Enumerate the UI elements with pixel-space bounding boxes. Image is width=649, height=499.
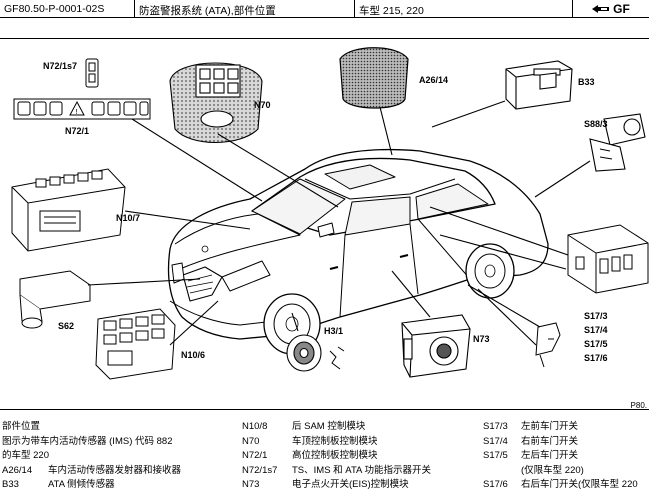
legend-row: 的车型 220	[2, 450, 49, 461]
callout-n73: N73	[473, 334, 490, 344]
figure-reference: P80.	[630, 401, 647, 410]
alarm-siren-icon	[505, 60, 573, 110]
sensor-module-icon	[339, 47, 409, 109]
legend: 部件位置 图示为带车内活动传感器 (IMS) 代码 882 的车型 220 A2…	[0, 420, 649, 499]
callout-n10-6: N10/6	[181, 350, 206, 360]
legend-row: 图示为带车内活动传感器 (IMS) 代码 882	[2, 435, 173, 447]
roof-control-panel-icon	[169, 62, 263, 144]
callout-h3-1: H3/1	[324, 326, 344, 336]
callout-n70: N70	[254, 100, 271, 110]
callout-n72-1s7: N72/1s7	[43, 61, 78, 71]
callout-s62: S62	[58, 321, 75, 331]
vehicle-model: 车型 215, 220	[355, 0, 573, 17]
gf-logo-icon	[592, 4, 610, 13]
sam-module-icon	[95, 308, 176, 380]
document-header: GF80.50-P-0001-02S 防盗警报系统 (ATA),部件位置 车型 …	[0, 0, 649, 18]
hood-switch-icon	[589, 113, 646, 172]
callout-s88-3: S88/3	[584, 119, 608, 129]
callout-n72-1: N72/1	[65, 126, 90, 136]
leader-lines	[87, 100, 591, 346]
gf-logo-text: GF	[613, 1, 630, 16]
gf-logo: GF	[573, 0, 649, 17]
doc-title: 防盗警报系统 (ATA),部件位置	[135, 0, 355, 17]
fuse-box-icon	[11, 168, 126, 252]
svg-text:!: !	[75, 108, 78, 116]
callout-a26-14: A26/14	[419, 75, 449, 85]
diagram-artwork: !	[11, 47, 649, 380]
door-switch-icon	[535, 224, 649, 368]
callout-b33: B33	[578, 77, 595, 87]
ignition-switch-icon	[401, 314, 471, 378]
doc-id: GF80.50-P-0001-02S	[0, 0, 135, 17]
callout-s17-3: S17/3	[584, 311, 608, 321]
legend-row: (仅限车型 220)	[521, 464, 584, 476]
callout-s17-4: S17/4	[584, 325, 608, 335]
indicator-switch-icon	[85, 58, 99, 88]
callout-n10-7: N10/7	[116, 213, 141, 223]
component-location-diagram: !	[0, 38, 649, 410]
overhead-panel-icon: !	[13, 98, 151, 120]
legend-column-1: 部件位置 图示为带车内活动传感器 (IMS) 代码 882 的车型 220 A2…	[2, 420, 181, 493]
legend-row: 部件位置	[2, 421, 41, 432]
horn-icon	[286, 334, 345, 372]
callout-s17-5: S17/5	[584, 339, 608, 349]
callout-s17-6: S17/6	[584, 353, 608, 363]
car-illustration	[167, 148, 549, 355]
trunk-switch-icon	[19, 270, 91, 329]
